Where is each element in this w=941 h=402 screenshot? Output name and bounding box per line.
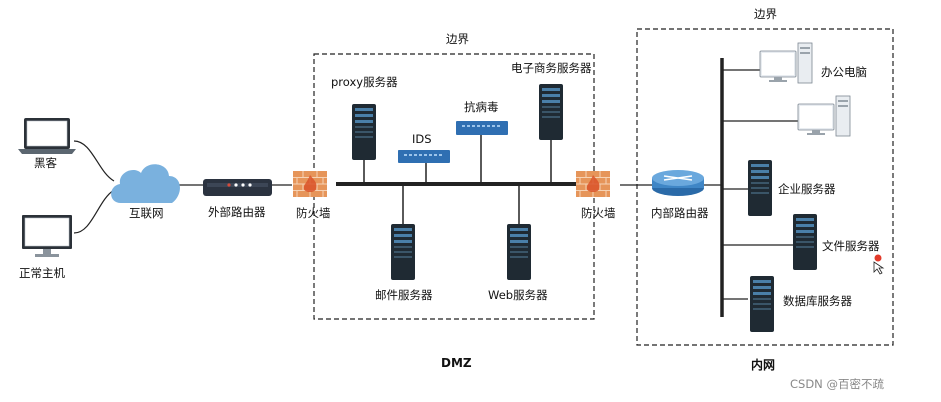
normal-host-label: 正常主机: [19, 266, 65, 280]
proxy-server-label: proxy服务器: [331, 75, 398, 89]
inner-firewall-icon: [575, 170, 611, 198]
ids-switch-icon: [398, 150, 450, 163]
external-router-label: 外部路由器: [208, 205, 266, 219]
inner-firewall-label: 防火墙: [581, 206, 616, 220]
web-server-label: Web服务器: [488, 288, 548, 302]
antivirus-switch-icon: [456, 121, 508, 135]
watermark: CSDN @百密不疏: [790, 377, 884, 391]
office-pc-icon: [759, 42, 813, 84]
internal-router-icon: [652, 170, 704, 196]
proxy-server-icon: [352, 104, 376, 160]
internet-label: 互联网: [129, 206, 164, 220]
antivirus-label: 抗病毒: [464, 100, 499, 114]
internal-border-label: 边界: [754, 7, 777, 21]
cloud-icon: [111, 164, 180, 203]
cursor-icon: [873, 261, 885, 275]
file-server-label: 文件服务器: [822, 239, 880, 253]
dmz-label: DMZ: [441, 356, 472, 370]
internal-label: 内网: [751, 357, 775, 372]
office-pc-2-icon: [797, 95, 851, 137]
ecommerce-server-icon: [539, 84, 563, 140]
web-server-icon: [507, 224, 531, 280]
ecommerce-server-label: 电子商务服务器: [511, 61, 592, 75]
database-server-icon: [750, 276, 774, 332]
external-router-icon: [203, 179, 272, 196]
enterprise-server-icon: [748, 160, 772, 216]
mail-server-label: 邮件服务器: [375, 288, 433, 302]
internal-zone-border: [636, 28, 894, 346]
ids-label: IDS: [412, 132, 432, 146]
normal-host-icon: [22, 215, 72, 257]
office-pc-label: 办公电脑: [821, 65, 867, 79]
dmz-border-label: 边界: [446, 32, 469, 46]
cursor-dot: [874, 254, 882, 262]
internal-router-label: 内部路由器: [651, 206, 709, 220]
connection-lines: [73, 58, 800, 317]
outer-firewall-label: 防火墙: [296, 206, 331, 220]
hacker-laptop-icon: [18, 118, 76, 154]
mail-server-icon: [391, 224, 415, 280]
outer-firewall-icon: [292, 170, 328, 198]
enterprise-server-label: 企业服务器: [778, 182, 836, 196]
hacker-label: 黑客: [34, 156, 57, 170]
file-server-icon: [793, 214, 817, 270]
database-server-label: 数据库服务器: [783, 294, 852, 308]
